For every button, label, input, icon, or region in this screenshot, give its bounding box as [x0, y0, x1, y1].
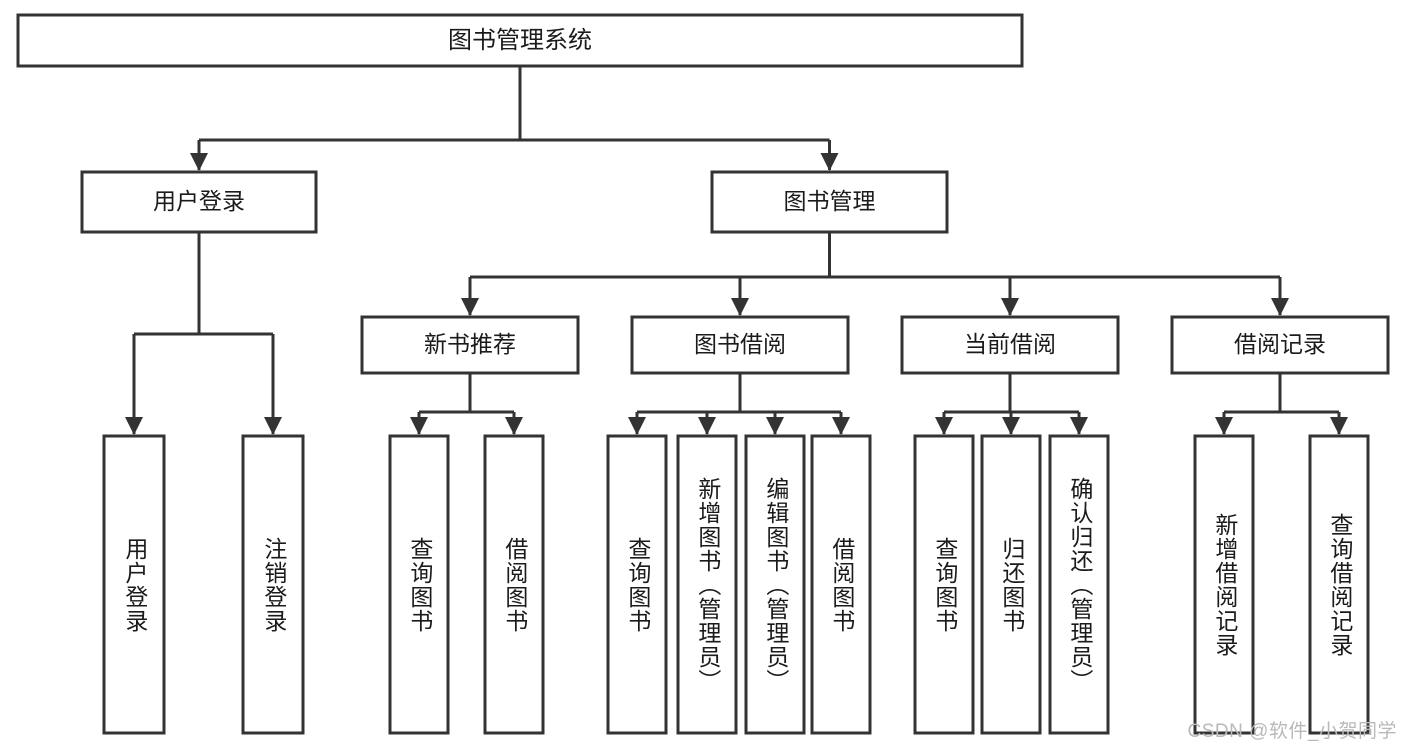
node-label-book-borrow: 图书借阅: [694, 331, 786, 357]
arrow-head-icon: [935, 417, 953, 435]
node-box-leaf-user-login: [102, 434, 166, 735]
boxes-layer: [16, 13, 1390, 735]
arrow-head-icon: [190, 153, 208, 171]
arrow-head-icon: [1001, 298, 1019, 316]
node-label-root: 图书管理系统: [448, 27, 592, 54]
csdn-watermark: CSDN @软件_小贺同学: [1187, 721, 1397, 742]
arrow-head-icon: [1215, 417, 1233, 435]
node-box-leaf-edit-book: [744, 434, 806, 735]
arrow-head-icon: [1271, 298, 1289, 316]
node-box-leaf-add-book: [676, 434, 738, 735]
node-box-leaf-add-borrow-record: [1193, 434, 1255, 735]
arrow-head-icon: [766, 417, 784, 435]
node-box-leaf-query-book-1: [388, 434, 450, 735]
node-label-user-login: 用户登录: [153, 188, 245, 214]
node-label-new-book-recommend: 新书推荐: [424, 331, 516, 357]
node-box-leaf-return-book: [980, 434, 1042, 735]
node-box-leaf-query-book-2: [606, 434, 668, 735]
node-box-leaf-query-borrow-record: [1308, 434, 1370, 735]
arrow-head-icon: [505, 417, 523, 435]
node-box-leaf-confirm-return: [1048, 434, 1110, 735]
arrow-head-icon: [628, 417, 646, 435]
arrow-head-icon: [264, 417, 282, 435]
arrow-head-icon: [1070, 417, 1088, 435]
arrow-head-icon: [731, 298, 749, 316]
node-label-book-manage: 图书管理: [784, 188, 876, 214]
node-box-user-login: [80, 170, 318, 234]
arrow-head-icon: [410, 417, 428, 435]
arrow-head-icon: [461, 298, 479, 316]
node-box-book-borrow: [630, 315, 850, 375]
node-box-book-manage: [710, 170, 949, 234]
arrow-head-icon: [125, 417, 143, 435]
arrow-head-icon: [832, 417, 850, 435]
connectors-layer: [125, 66, 1348, 435]
arrow-head-icon: [1330, 417, 1348, 435]
node-label-current-borrow: 当前借阅: [964, 331, 1056, 357]
arrow-head-icon: [698, 417, 716, 435]
node-box-leaf-query-book-3: [913, 434, 975, 735]
node-box-current-borrow: [900, 315, 1120, 375]
node-box-leaf-borrow-book-2: [810, 434, 872, 735]
arrow-head-icon: [1002, 417, 1020, 435]
arrow-head-icon: [820, 153, 839, 171]
node-box-leaf-borrow-book-1: [483, 434, 545, 735]
node-box-root: [16, 13, 1024, 68]
node-box-leaf-logout: [241, 434, 305, 735]
node-box-borrow-record: [1170, 315, 1390, 375]
node-box-new-book-recommend: [360, 315, 580, 375]
node-label-borrow-record: 借阅记录: [1234, 331, 1326, 357]
